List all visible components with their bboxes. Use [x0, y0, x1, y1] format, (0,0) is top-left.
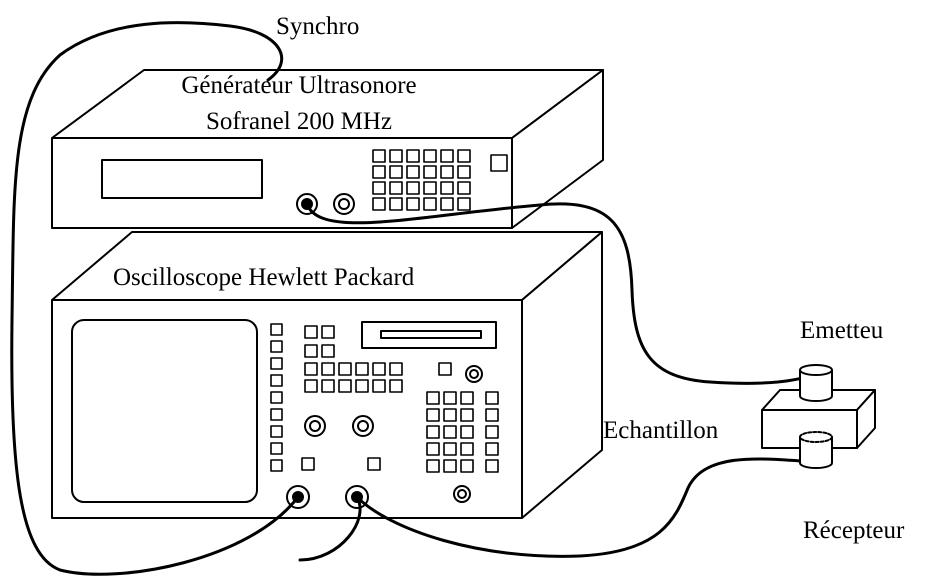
oscilloscope-button-grid — [301, 325, 499, 473]
generator-unit — [51, 69, 604, 229]
generator-keypad — [372, 149, 508, 211]
emitter-label: Emetteu — [800, 317, 884, 344]
generator-display — [101, 159, 263, 199]
generator-title-line2: Sofranel 200 MHz — [205, 108, 393, 135]
receiver-to-oscilloscope-cable — [298, 457, 817, 562]
receiver-label: Récepteur — [803, 517, 905, 544]
emitter-probe-icon — [799, 364, 833, 402]
generator-knob-icon — [333, 193, 355, 215]
sample-label: Echantillon — [603, 417, 719, 444]
receiver-probe-icon — [799, 431, 833, 469]
synchro-label: Synchro — [276, 13, 360, 40]
oscilloscope-title: Oscilloscope Hewlett Packard — [113, 264, 415, 291]
oscilloscope-knob-icons — [304, 365, 483, 503]
oscilloscope-screen — [71, 319, 258, 503]
oscilloscope-button-column — [270, 323, 283, 472]
generator-title-line1: Générateur Ultrasonore — [181, 72, 417, 99]
synchro-cable — [10, 21, 300, 576]
generator-to-emitter-cable — [305, 202, 817, 385]
oscilloscope-unit — [51, 231, 603, 519]
oscilloscope-display-strip — [361, 321, 497, 349]
